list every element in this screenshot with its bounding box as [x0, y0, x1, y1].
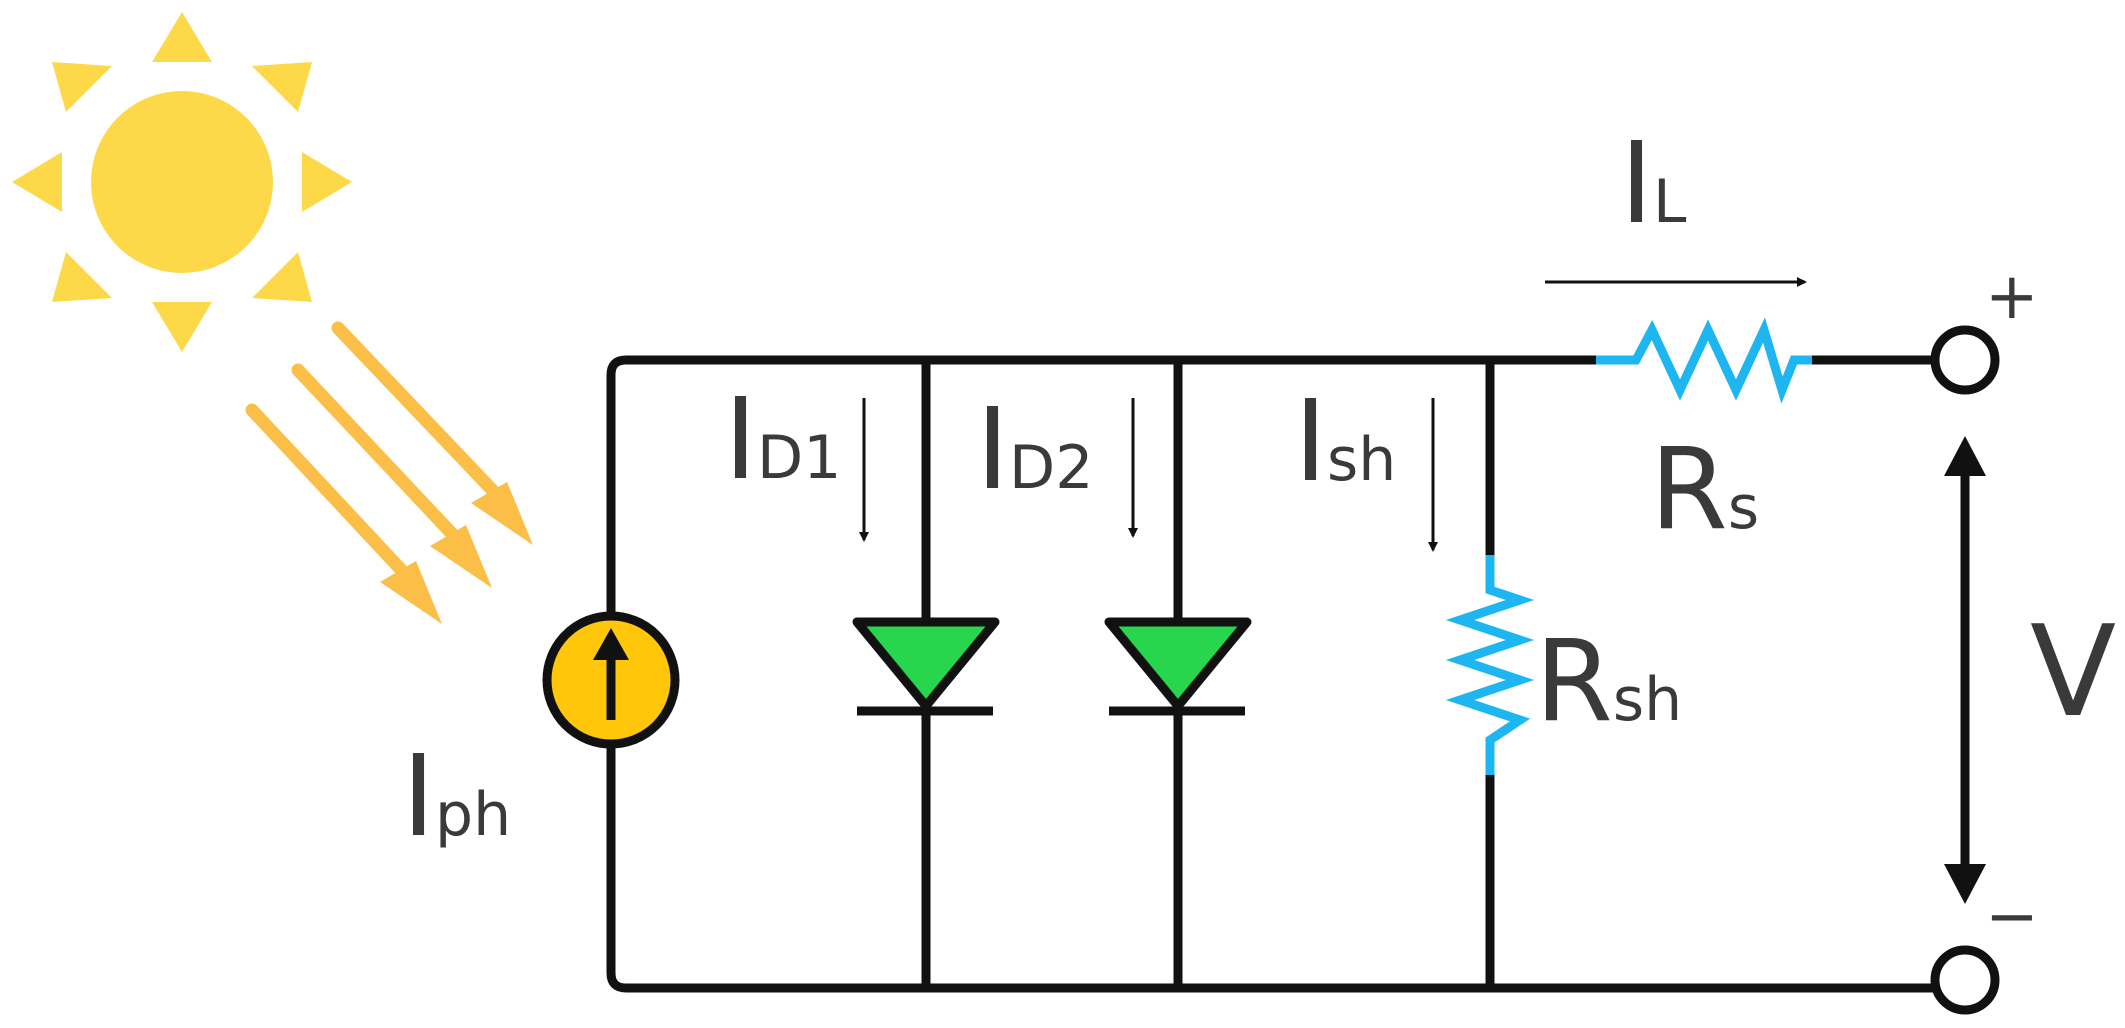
positive-terminal-icon [1930, 325, 2000, 395]
current-source-icon [542, 611, 680, 749]
voltage-arrow [1944, 436, 1986, 904]
sun-icon [12, 12, 352, 352]
diode-icon [1104, 617, 1252, 716]
negative-terminal-icon [1930, 945, 2000, 1015]
il-label: IL [1620, 119, 1687, 249]
light-rays-icon [245, 321, 533, 624]
rs-label: Rs [1650, 425, 1759, 555]
ish-label: Ish [1294, 377, 1396, 507]
voltage-label: V [2030, 598, 2116, 745]
id2-label: ID2 [976, 385, 1093, 515]
series-resistor-icon [1596, 317, 1812, 404]
iph-label: Iph [402, 732, 511, 862]
minus-sign: − [1985, 880, 2039, 954]
id1-label: ID1 [724, 375, 841, 505]
rsh-label: Rsh [1535, 617, 1682, 747]
plus-sign: + [1985, 260, 2039, 334]
shunt-resistor-icon [1445, 555, 1535, 775]
diode-icon [852, 617, 1000, 716]
